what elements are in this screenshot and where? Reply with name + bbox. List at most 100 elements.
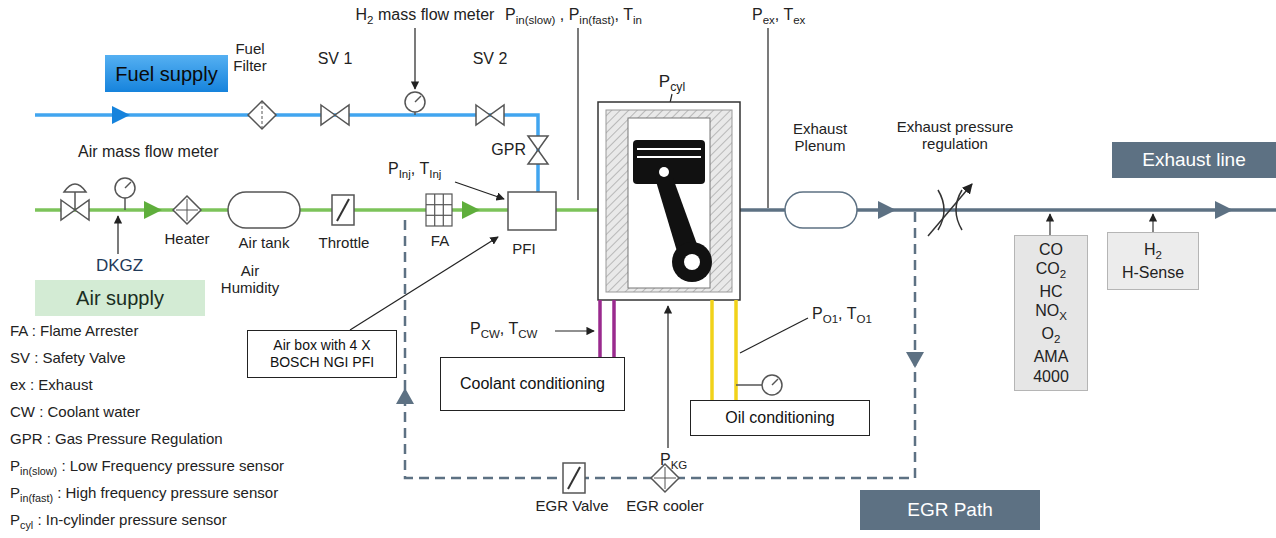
leader-line [740, 318, 808, 353]
part-label: Air Humidity [215, 262, 285, 297]
gas-pressure-regulator-symbol [528, 136, 548, 164]
air-control-valve-symbol [74, 192, 76, 210]
flame-arrester-symbol [426, 194, 452, 226]
exhaust-flow-arrow [878, 201, 896, 219]
part-label: SV 2 [473, 50, 508, 68]
throttle-symbol [332, 195, 354, 225]
flame-arrester-symbol [426, 194, 452, 226]
coolant-pipe [598, 300, 602, 357]
safety-valve-symbol [476, 105, 504, 125]
part-label: PKG [660, 451, 687, 472]
exhaust-flow-arrow [878, 201, 1233, 219]
part-label: FA [431, 232, 449, 249]
part-label: PCW, TCW [470, 320, 537, 341]
supply-band: Air supply [35, 280, 205, 316]
exhaust-pressure-regulator-symbol [928, 184, 972, 236]
part-label: PInj, TInj [388, 160, 441, 181]
piston-illustration [633, 140, 705, 184]
oil-gauge-symbol [772, 379, 778, 385]
air-flow-meter-symbol [115, 178, 135, 254]
oil-pipe [712, 300, 736, 400]
air-flow-meter-symbol [124, 198, 126, 210]
air-control-valve-symbol [61, 184, 89, 220]
part-label: Heater [164, 230, 209, 247]
leader-line [767, 28, 768, 208]
coolant-pipe [600, 300, 614, 357]
egr-flow-arrow [396, 388, 414, 404]
leader-line [555, 330, 594, 331]
pfi-box [508, 192, 556, 230]
leader-line [667, 306, 668, 448]
part-label: PFI [512, 240, 535, 257]
abbreviation-note: Pcyl : In-cylinder pressure sensor [10, 511, 227, 531]
supply-band: Fuel supply [105, 55, 228, 92]
throttle-symbol [337, 199, 349, 221]
conditioning-box: Oil conditioning [690, 400, 870, 436]
abbreviation-note: ex : Exhaust [10, 376, 93, 393]
egr-cooler-symbol [654, 478, 676, 479]
flame-arrester-symbol [426, 215, 452, 216]
node-text: Exhaust line [1142, 149, 1246, 172]
fuel-line [35, 115, 538, 192]
air-flow-meter-symbol [115, 178, 135, 198]
fuel-filter-symbol [248, 101, 276, 129]
conditioning-box: Coolant conditioning [440, 357, 625, 411]
part-label: Exhaust Plenum [780, 120, 860, 155]
node-text: Air box with 4 X BOSCH NGI PFI [254, 337, 390, 371]
engine-block [628, 118, 710, 288]
abbreviation-note: Pin(slow) : Low Frequency pressure senso… [10, 457, 284, 477]
air-control-valve-symbol [64, 184, 86, 192]
sensor-box: H2H-Sense [1107, 232, 1199, 290]
line-band: Exhaust line [1112, 142, 1276, 178]
exhaust-flow-arrow [1215, 201, 1233, 219]
fuel-filter-symbol [262, 101, 263, 129]
part-label: Pex, Tex [752, 6, 805, 27]
h2-flow-meter-symbol [405, 92, 425, 112]
node-text: CO [1039, 240, 1063, 259]
air-tank-symbol [228, 192, 300, 228]
oil-pipe [710, 300, 714, 400]
part-label: EGR Valve [535, 497, 608, 514]
pfi-box [508, 192, 556, 230]
piston-illustration [637, 148, 701, 150]
abbreviation-note: GPR : Gas Pressure Regulation [10, 430, 223, 447]
leader-line [455, 182, 504, 199]
node-text: EGR Path [907, 499, 993, 522]
leader-line [577, 28, 578, 200]
node-text: CO2 [1036, 259, 1066, 282]
part-label: PO1, TO1 [812, 305, 872, 326]
part-label: Pcyl [659, 72, 685, 94]
leader-line [350, 28, 808, 448]
piston-illustration [672, 242, 712, 282]
h2-flow-meter-symbol [414, 28, 415, 89]
air-flow-arrow [144, 201, 162, 219]
egr-valve-symbol [563, 463, 585, 493]
node-text: H-Sense [1122, 263, 1184, 282]
air-flow-arrow [462, 201, 480, 219]
part-label: EGR cooler [626, 497, 704, 514]
fuel-flow-arrow [112, 106, 130, 124]
heater-symbol [173, 196, 201, 224]
part-label: DKGZ [96, 256, 143, 276]
abbreviation-note: Pin(fast) : High frequency pressure sens… [10, 484, 278, 504]
air-flow-meter-symbol [125, 182, 131, 188]
engine-block [598, 102, 740, 300]
piston-illustration [637, 156, 701, 158]
node-text: AMA 4000 [1021, 347, 1081, 385]
node-text: HC [1039, 282, 1062, 301]
node-text: Air supply [76, 286, 164, 310]
sampling-line [1049, 214, 1050, 235]
part-label: SV 1 [318, 50, 353, 68]
part-label: Air mass flow meter [78, 143, 218, 161]
piston-illustration [633, 140, 712, 282]
abbreviation-note: FA : Flame Arrester [10, 322, 138, 339]
engine-block [598, 102, 740, 300]
piston-illustration [659, 167, 669, 177]
exhaust-plenum-symbol [785, 192, 857, 228]
leader-line [350, 237, 498, 330]
fuel-filter-symbol [248, 101, 276, 129]
abbreviation-note: CW : Coolant water [10, 403, 140, 420]
analyzer-box: COCO2HCNOXO2AMA 4000 [1014, 235, 1088, 391]
node-text: O2 [1042, 324, 1061, 347]
